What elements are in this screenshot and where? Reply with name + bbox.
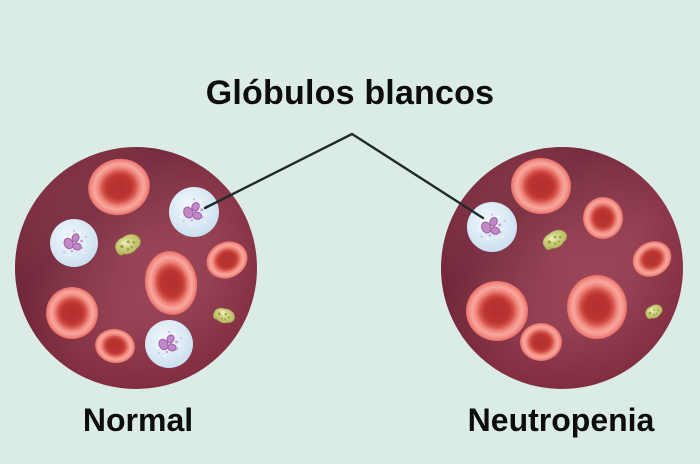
pathogen-cell — [542, 229, 568, 251]
pathogen-spot — [655, 312, 658, 315]
pathogen-cell — [212, 307, 235, 324]
pathogen-spot — [653, 313, 655, 316]
wbc-nucleus-lobe — [183, 206, 194, 219]
pathogen-spot — [220, 317, 223, 320]
wbc-nucleus-lobe — [192, 211, 202, 220]
wbc-nucleus-lobe — [166, 334, 175, 344]
pathogen-spot — [224, 318, 227, 321]
white-blood-cell — [169, 187, 219, 237]
white-blood-cell — [467, 202, 517, 252]
label-normal: Normal — [82, 402, 194, 438]
diagram-title: Glóbulos blancos — [205, 74, 495, 112]
pathogen-spot — [656, 309, 659, 312]
pathogen-spot — [554, 242, 557, 245]
pathogen-cell — [114, 233, 141, 256]
wbc-nucleus-lobe — [489, 217, 498, 227]
wbc-nucleus-lobe — [490, 226, 500, 235]
pathogen-spot — [120, 244, 124, 249]
pathogen-spot — [126, 247, 130, 251]
red-blood-cell — [206, 241, 248, 279]
red-blood-cell — [95, 328, 135, 364]
pathogen-spot — [126, 240, 130, 244]
pathogen-spot — [648, 311, 652, 315]
pathogen-spot — [653, 308, 656, 311]
label-neutropenia: Neutropenia — [467, 402, 655, 438]
white-blood-cell — [145, 320, 193, 368]
pathogen-spot — [557, 240, 560, 243]
red-blood-cell — [583, 197, 623, 239]
pathogen-cell — [645, 304, 663, 320]
wbc-nucleus-lobe — [72, 242, 82, 251]
wbc-nucleus-lobe — [63, 237, 74, 250]
wbc-nucleus-lobe — [481, 221, 492, 234]
pathogen-spot — [227, 316, 231, 319]
red-blood-cell — [632, 241, 672, 277]
pathogen-spot — [224, 312, 228, 316]
red-blood-cell — [144, 251, 198, 315]
pathogen-spot — [130, 245, 133, 249]
pathogen-spot — [132, 241, 136, 244]
blood-sample-normal — [15, 147, 257, 389]
red-blood-cell — [466, 281, 528, 341]
red-blood-cell — [511, 157, 571, 215]
pathogen-spot — [559, 235, 562, 239]
wbc-nucleus-lobe — [71, 233, 80, 243]
pathogen-spot — [547, 240, 552, 244]
pathogen-spot — [553, 235, 557, 239]
pointer-line — [203, 132, 485, 220]
wbc-nucleus-lobe — [167, 343, 177, 352]
red-blood-cell — [46, 287, 98, 339]
red-blood-cell — [567, 275, 627, 339]
pathogen-spot — [217, 312, 221, 316]
red-blood-cell — [520, 323, 562, 361]
wbc-nucleus-lobe — [191, 202, 200, 212]
wbc-nucleus-lobe — [158, 338, 169, 351]
white-blood-cell — [50, 219, 98, 267]
red-blood-cell — [88, 158, 150, 216]
blood-sample-neutropenia — [441, 147, 683, 389]
